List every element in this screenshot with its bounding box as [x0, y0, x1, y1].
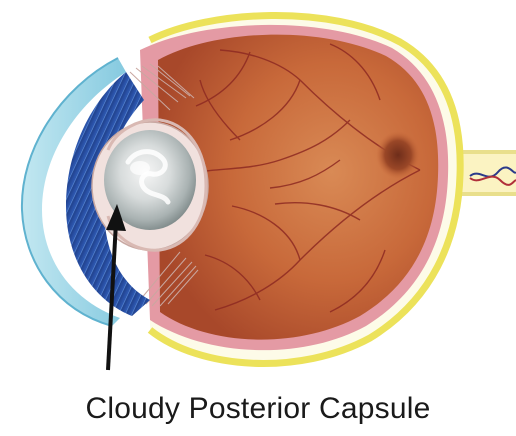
eye-cross-section-illustration: [0, 0, 516, 380]
macula: [376, 131, 420, 179]
diagram-caption: Cloudy Posterior Capsule: [0, 392, 516, 426]
